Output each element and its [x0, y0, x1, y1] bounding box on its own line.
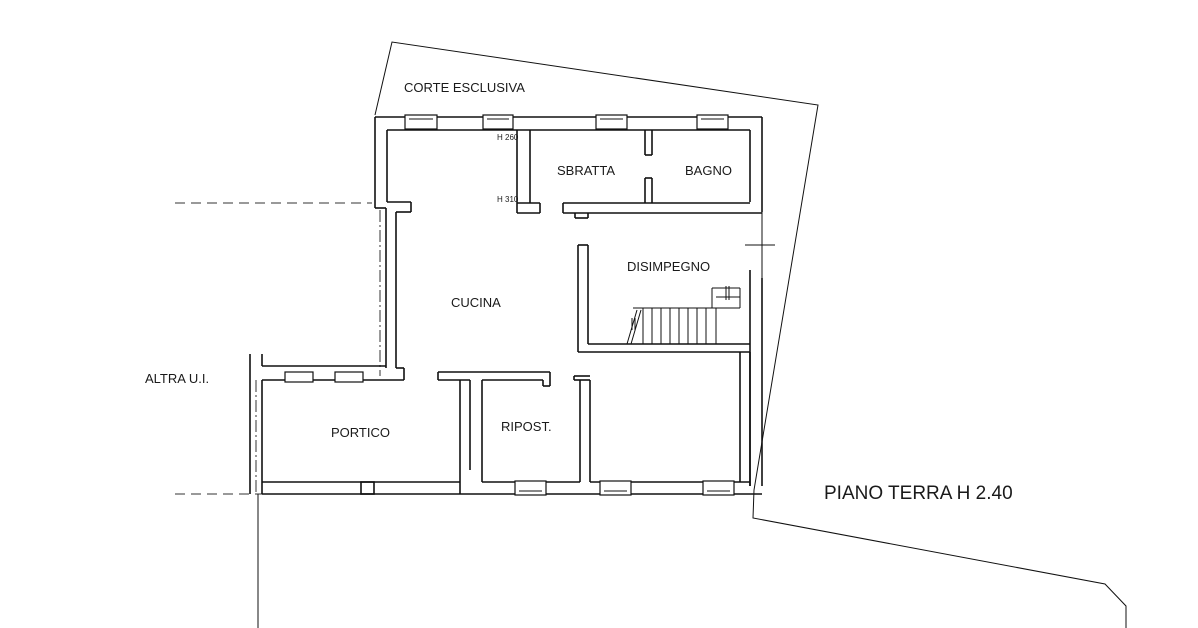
room-label-cucina: CUCINA: [451, 295, 501, 310]
room-label-disimpegno: DISIMPEGNO: [627, 259, 710, 274]
room-label-portico: PORTICO: [331, 425, 390, 440]
lot-boundary: [374, 41, 1127, 628]
interior-walls: [437, 130, 775, 494]
floor-title: PIANO TERRA H 2.40: [824, 483, 1013, 504]
windows-bottom: [284, 371, 735, 496]
staircase: [626, 286, 741, 345]
height-mark-310: H 310: [497, 195, 519, 204]
height-mark-260: H 260: [497, 133, 519, 142]
windows-top: [404, 114, 729, 130]
room-label-ripost: RIPOST.: [501, 419, 552, 434]
court-label: CORTE ESCLUSIVA: [404, 80, 525, 95]
room-label-sbratta: SBRATTA: [557, 163, 615, 178]
other-unit-label: ALTRA U.I.: [145, 371, 209, 386]
room-label-bagno: BAGNO: [685, 163, 732, 178]
